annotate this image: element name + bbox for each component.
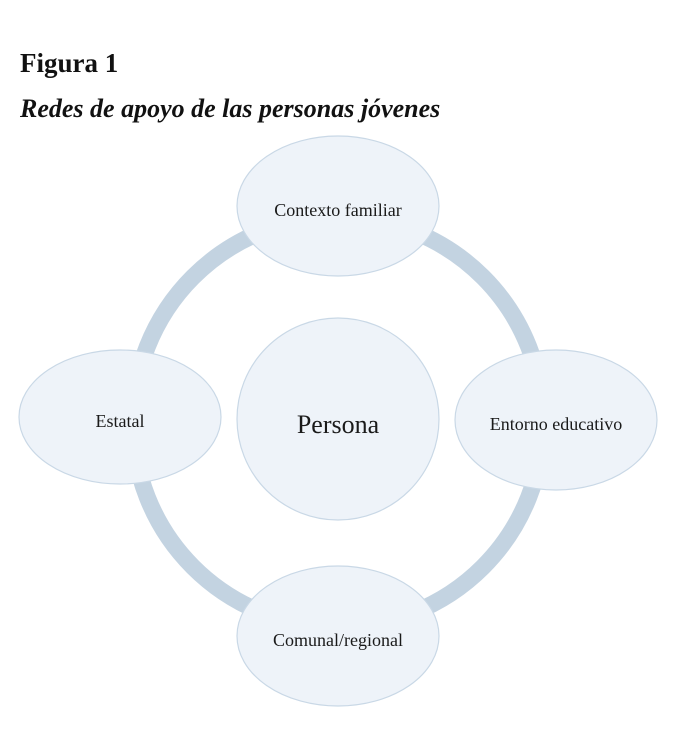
center-node: Persona bbox=[236, 317, 440, 521]
figure-title: Redes de apoyo de las personas jóvenes bbox=[20, 94, 441, 123]
figure-label: Figura 1 bbox=[20, 48, 119, 78]
node-estatal: Estatal bbox=[18, 349, 222, 485]
node-entorno-educativo-label: Entorno educativo bbox=[490, 414, 622, 434]
center-node-label: Persona bbox=[297, 410, 380, 439]
node-comunal-regional-label: Comunal/regional bbox=[273, 630, 403, 650]
node-comunal-regional: Comunal/regional bbox=[236, 565, 440, 707]
node-contexto-familiar: Contexto familiar bbox=[236, 135, 440, 277]
node-estatal-label: Estatal bbox=[96, 411, 145, 431]
node-entorno-educativo: Entorno educativo bbox=[454, 349, 658, 491]
node-contexto-familiar-label: Contexto familiar bbox=[274, 200, 401, 220]
